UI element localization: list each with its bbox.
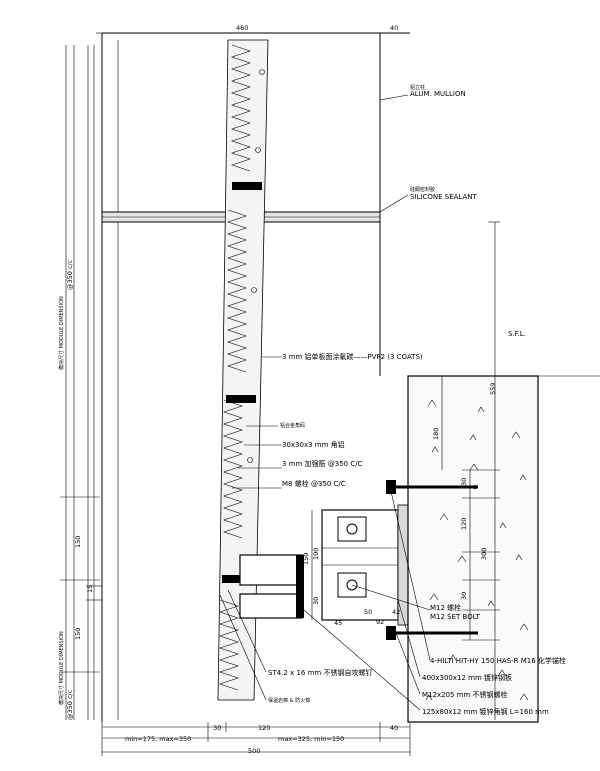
nut-upper	[337, 516, 367, 542]
dim-right-120: 120	[460, 518, 468, 530]
dim-right-30b: 30	[460, 592, 468, 600]
callout-sealant: SILICONE SEALANT	[410, 193, 477, 201]
dimension-texts: 460 40 559 180 30 120 300 30 150 100 30 …	[74, 24, 497, 755]
callout-texts: 铝立柱 ALUM. MULLION 硅酮密封胶 SILICONE SEALANT…	[268, 84, 566, 716]
dim-bracket-30: 30	[312, 597, 320, 605]
dim-right-300: 300	[480, 548, 488, 560]
dim-bottom-min-max-2: max=325, min=150	[278, 735, 344, 743]
callout-screw: ST4.2 x 16 mm 不锈钢自攻螺钉	[268, 668, 372, 677]
leader-lines	[219, 94, 431, 711]
callout-bolt-m8: M8 螺栓 @350 C/C	[282, 479, 346, 488]
dim-right-30a: 30	[460, 478, 468, 486]
bottom-dimension-lines	[101, 722, 411, 756]
dim-bolt-42: 42	[392, 608, 400, 616]
callout-rib: 3 mm 加强筋 @350 C/C	[282, 459, 363, 468]
callout-m12x205: M12x205 mm 不锈钢螺栓	[422, 690, 508, 699]
callout-angle125: 125x80x12 mm 镀锌角钢 L=160 mm	[422, 707, 549, 716]
dim-bolt-92: 92	[376, 618, 384, 626]
dim-bottom-min-max-1: min=175, max=350	[125, 735, 191, 743]
callout-pvf2: 3 mm 铝单板面涂氟碳——PVF2 (3 COATS)	[282, 352, 423, 361]
cladding-panel	[217, 39, 269, 701]
module-label-2: 模块尺寸 MODULE DIMENSION	[58, 631, 65, 705]
dim-left-150b: 150	[74, 628, 82, 640]
side-labels: 模块尺寸 MODULE DIMENSION @350 c/c 模块尺寸 MODU…	[58, 259, 74, 720]
callout-plate: 400x300x12 mm 镀锌钢板	[422, 673, 512, 682]
callout-sfl: S.F.L.	[508, 330, 526, 338]
spacing-label-1: @350 c/c	[66, 259, 74, 290]
callout-rock-wool: 保温岩棉 & 防火棉	[268, 697, 310, 704]
dim-bottom-30: 30	[213, 724, 221, 732]
callout-hilti: 4-HILTI HIT-HY 150 HAS-R M16 化学锚栓	[430, 656, 566, 665]
callout-sealant-cn: 硅酮密封胶	[410, 186, 435, 193]
callout-alum-cn: 铝合金角码	[280, 422, 305, 429]
dim-bottom-500: 500	[248, 747, 260, 755]
dim-left-150a: 150	[74, 536, 82, 548]
dim-bolt-45: 45	[334, 619, 342, 627]
dim-left-15: 15	[86, 585, 94, 593]
module-dimension-lines	[60, 45, 102, 720]
dim-bolt-50: 50	[364, 608, 372, 616]
dim-bracket-150: 150	[302, 553, 310, 565]
dim-bracket-100: 100	[312, 548, 320, 560]
module-label-1: 模块尺寸 MODULE DIMENSION	[58, 296, 65, 370]
callout-angle: 30x30x3 mm 角铝	[282, 440, 345, 449]
dim-bottom-120: 120	[258, 724, 270, 732]
dim-top-460: 460	[236, 24, 248, 32]
callout-mullion-cn: 铝立柱	[410, 84, 425, 91]
dim-right-559: 559	[489, 383, 497, 395]
callout-mullion: ALUM. MULLION	[410, 90, 466, 98]
bracket-assembly	[239, 504, 409, 626]
spacing-label-2: @350 c/c	[66, 689, 74, 720]
right-dimension-lines	[441, 221, 500, 720]
dim-top-40: 40	[390, 24, 398, 32]
callout-m12: M12 SET BOLT	[430, 613, 481, 621]
concrete-slab	[386, 375, 600, 723]
dim-bottom-40: 40	[390, 724, 398, 732]
dim-right-180: 180	[432, 428, 440, 440]
callout-m12-cn: M12 螺栓	[430, 603, 461, 612]
